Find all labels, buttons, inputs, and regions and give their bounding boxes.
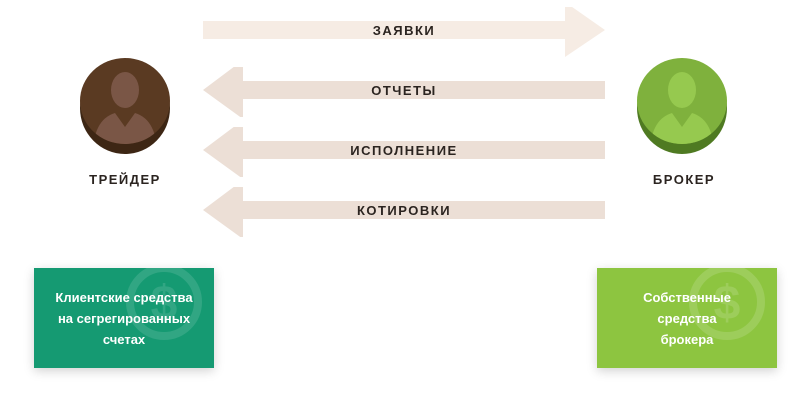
arrow-execution: ИСПОЛНЕНИЕ (203, 127, 605, 177)
client-funds-box: $ Клиентские средства на сегрегированных… (34, 268, 214, 368)
broker-avatar (636, 57, 728, 157)
arrow-orders: ЗАЯВКИ (203, 7, 605, 57)
arrow-label-reports: ОТЧЕТЫ (371, 82, 437, 98)
left-arrow-shape (203, 127, 605, 177)
left-arrow-shape (203, 187, 605, 237)
arrow-reports: ОТЧЕТЫ (203, 67, 605, 117)
svg-text:$: $ (714, 277, 741, 330)
trader-label: ТРЕЙДЕР (89, 172, 161, 187)
broker-funds-box: $ Собственные средства брокера (597, 268, 777, 368)
dollar-icon: $ (126, 268, 202, 340)
broker-label: БРОКЕР (652, 172, 716, 187)
right-arrow-shape (203, 7, 605, 57)
arrow-label-orders: ЗАЯВКИ (372, 22, 436, 38)
arrow-label-quotes: КОТИРОВКИ (356, 202, 452, 218)
broker-funds-text: Собственные средства брокера (643, 289, 731, 347)
trader-avatar (79, 57, 171, 157)
arrow-quotes: КОТИРОВКИ (203, 187, 605, 237)
client-funds-text: Клиентские средства на сегрегированных с… (55, 289, 193, 347)
svg-text:$: $ (151, 277, 178, 330)
user-icon (637, 58, 727, 154)
arrow-label-execution: ИСПОЛНЕНИЕ (350, 142, 458, 158)
user-icon (80, 58, 170, 154)
left-arrow-shape (203, 67, 605, 117)
dollar-icon: $ (689, 268, 765, 340)
